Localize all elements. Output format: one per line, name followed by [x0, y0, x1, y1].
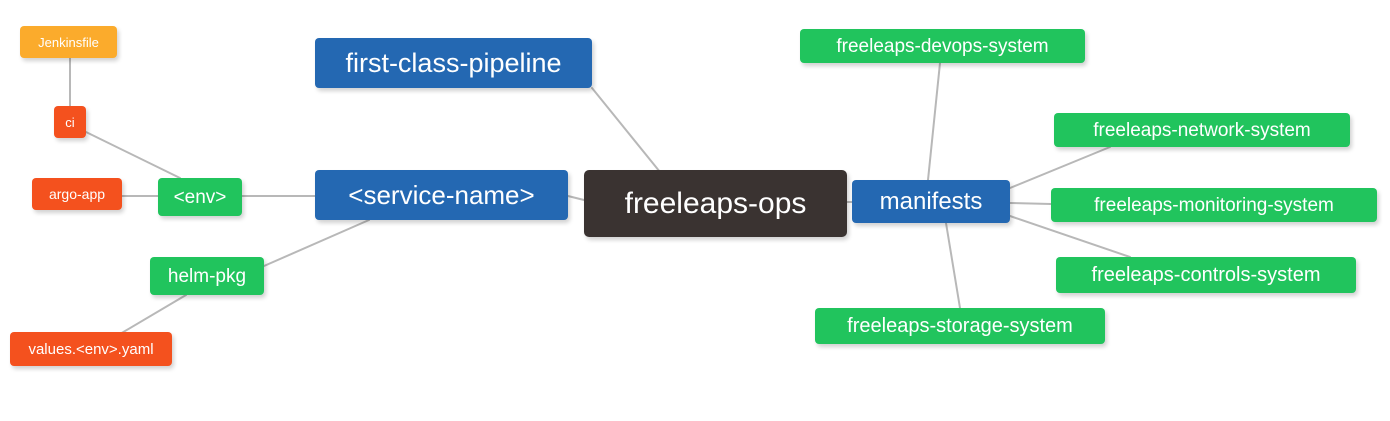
node-freeleaps-ops[interactable]: freeleaps-ops — [584, 170, 847, 237]
node-label-storage-system: freeleaps-storage-system — [847, 315, 1073, 337]
edge-manifests-to-controls-system — [1009, 215, 1131, 258]
node-label-manifests: manifests — [879, 187, 983, 215]
node-jenkinsfile[interactable]: Jenkinsfile — [20, 26, 117, 58]
node-label-env: <env> — [173, 186, 227, 208]
node-devops-system[interactable]: freeleaps-devops-system — [800, 29, 1085, 63]
node-label-values-yaml: values.<env>.yaml — [28, 340, 154, 358]
node-controls-system[interactable]: freeleaps-controls-system — [1056, 257, 1356, 293]
node-label-devops-system: freeleaps-devops-system — [836, 35, 1049, 57]
edge-helm-pkg-to-values-yaml — [119, 294, 187, 335]
node-label-service-name: <service-name> — [348, 180, 535, 210]
node-label-monitoring-system: freeleaps-monitoring-system — [1094, 194, 1334, 216]
node-first-class-pipeline[interactable]: first-class-pipeline — [315, 38, 592, 88]
node-label-controls-system: freeleaps-controls-system — [1091, 264, 1321, 286]
edge-manifests-to-network-system — [1009, 146, 1111, 189]
node-label-freeleaps-ops: freeleaps-ops — [624, 186, 807, 220]
edge-freeleaps-ops-to-service-name — [567, 195, 585, 201]
edge-manifests-to-devops-system — [927, 62, 941, 181]
edge-env-to-ci — [85, 131, 181, 179]
edge-manifests-to-storage-system — [945, 222, 961, 309]
node-label-argo-app: argo-app — [48, 186, 106, 202]
node-network-system[interactable]: freeleaps-network-system — [1054, 113, 1350, 147]
node-argo-app[interactable]: argo-app — [32, 178, 122, 210]
node-storage-system[interactable]: freeleaps-storage-system — [815, 308, 1105, 344]
node-env[interactable]: <env> — [158, 178, 242, 216]
node-label-network-system: freeleaps-network-system — [1093, 119, 1311, 141]
node-label-helm-pkg: helm-pkg — [167, 265, 247, 287]
node-label-jenkinsfile: Jenkinsfile — [38, 34, 99, 50]
node-manifests[interactable]: manifests — [852, 180, 1010, 223]
node-monitoring-system[interactable]: freeleaps-monitoring-system — [1051, 188, 1377, 222]
node-helm-pkg[interactable]: helm-pkg — [150, 257, 264, 295]
node-label-ci: ci — [65, 114, 75, 130]
edge-service-name-to-first-class-pipeline — [591, 87, 661, 173]
edge-manifests-to-monitoring-system — [1009, 202, 1052, 205]
node-label-first-class-pipeline: first-class-pipeline — [345, 47, 562, 78]
node-ci[interactable]: ci — [54, 106, 86, 138]
node-values-yaml[interactable]: values.<env>.yaml — [10, 332, 172, 366]
node-service-name[interactable]: <service-name> — [315, 170, 568, 220]
edge-service-name-to-helm-pkg — [263, 219, 370, 267]
